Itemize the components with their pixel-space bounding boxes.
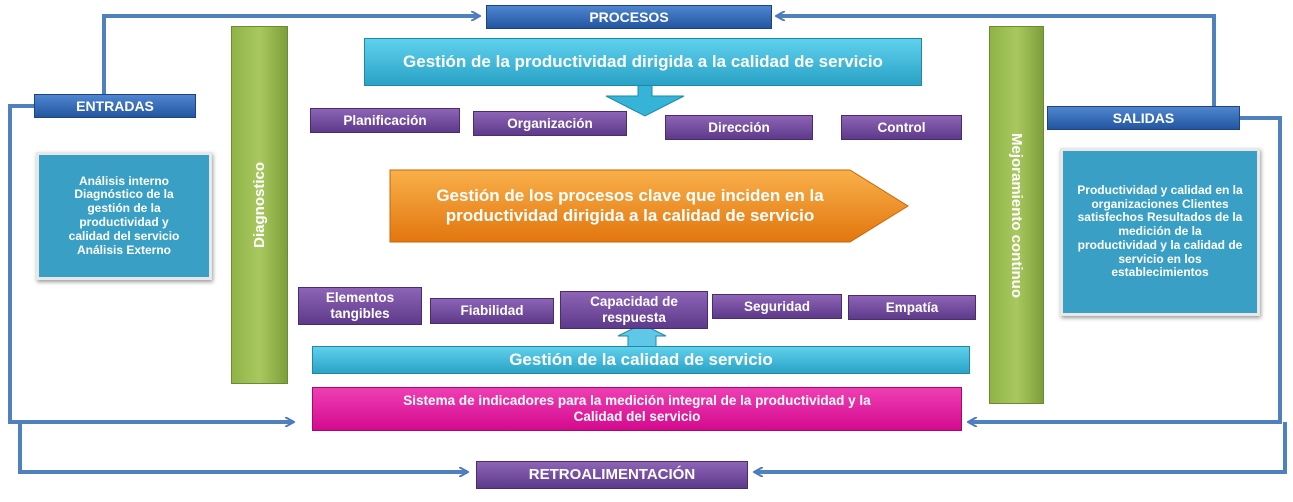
funcion-organizacion: Organización — [473, 111, 627, 136]
procesos-box: PROCESOS — [486, 5, 772, 29]
gestion-calidad-box: Gestión de la calidad de servicio — [312, 346, 970, 374]
mejoramiento-label: Mejoramiento continuo — [1008, 132, 1026, 298]
funcion-control: Control — [841, 115, 962, 140]
dimension-capacidad-respuesta: Capacidad de respuesta — [560, 291, 708, 329]
salidas-box: SALIDAS — [1047, 106, 1240, 130]
gestion-productividad-box: Gestión de la productividad dirigida a l… — [364, 38, 922, 86]
retroalimentacion-box: RETROALIMENTACIÓN — [476, 461, 748, 489]
dimension-empatia: Empatía — [848, 295, 976, 320]
sistema-indicadores-box: Sistema de indicadores para la medición … — [312, 387, 962, 431]
mejoramiento-bar: Mejoramiento continuo — [989, 26, 1044, 404]
entradas-box: ENTRADAS — [34, 94, 196, 118]
diagnostico-label: Diagnostico — [250, 162, 268, 248]
down-arrow-icon — [605, 83, 685, 117]
dimension-fiabilidad: Fiabilidad — [430, 298, 554, 324]
dimension-elementos-tangibles: Elementos tangibles — [298, 287, 422, 325]
procesos-clave-label: Gestión de los procesos clave que incide… — [436, 186, 824, 225]
entradas-detalle-card: Análisis interno Diagnóstico de la gesti… — [36, 152, 212, 280]
dimension-seguridad: Seguridad — [712, 294, 842, 319]
diagnostico-bar: Diagnostico — [231, 26, 288, 384]
procesos-clave-arrow-shape — [389, 169, 909, 243]
funcion-direccion: Dirección — [665, 115, 813, 140]
funcion-planificacion: Planificación — [310, 108, 460, 133]
salidas-detalle-card: Productividad y calidad en la organizaci… — [1060, 148, 1260, 316]
